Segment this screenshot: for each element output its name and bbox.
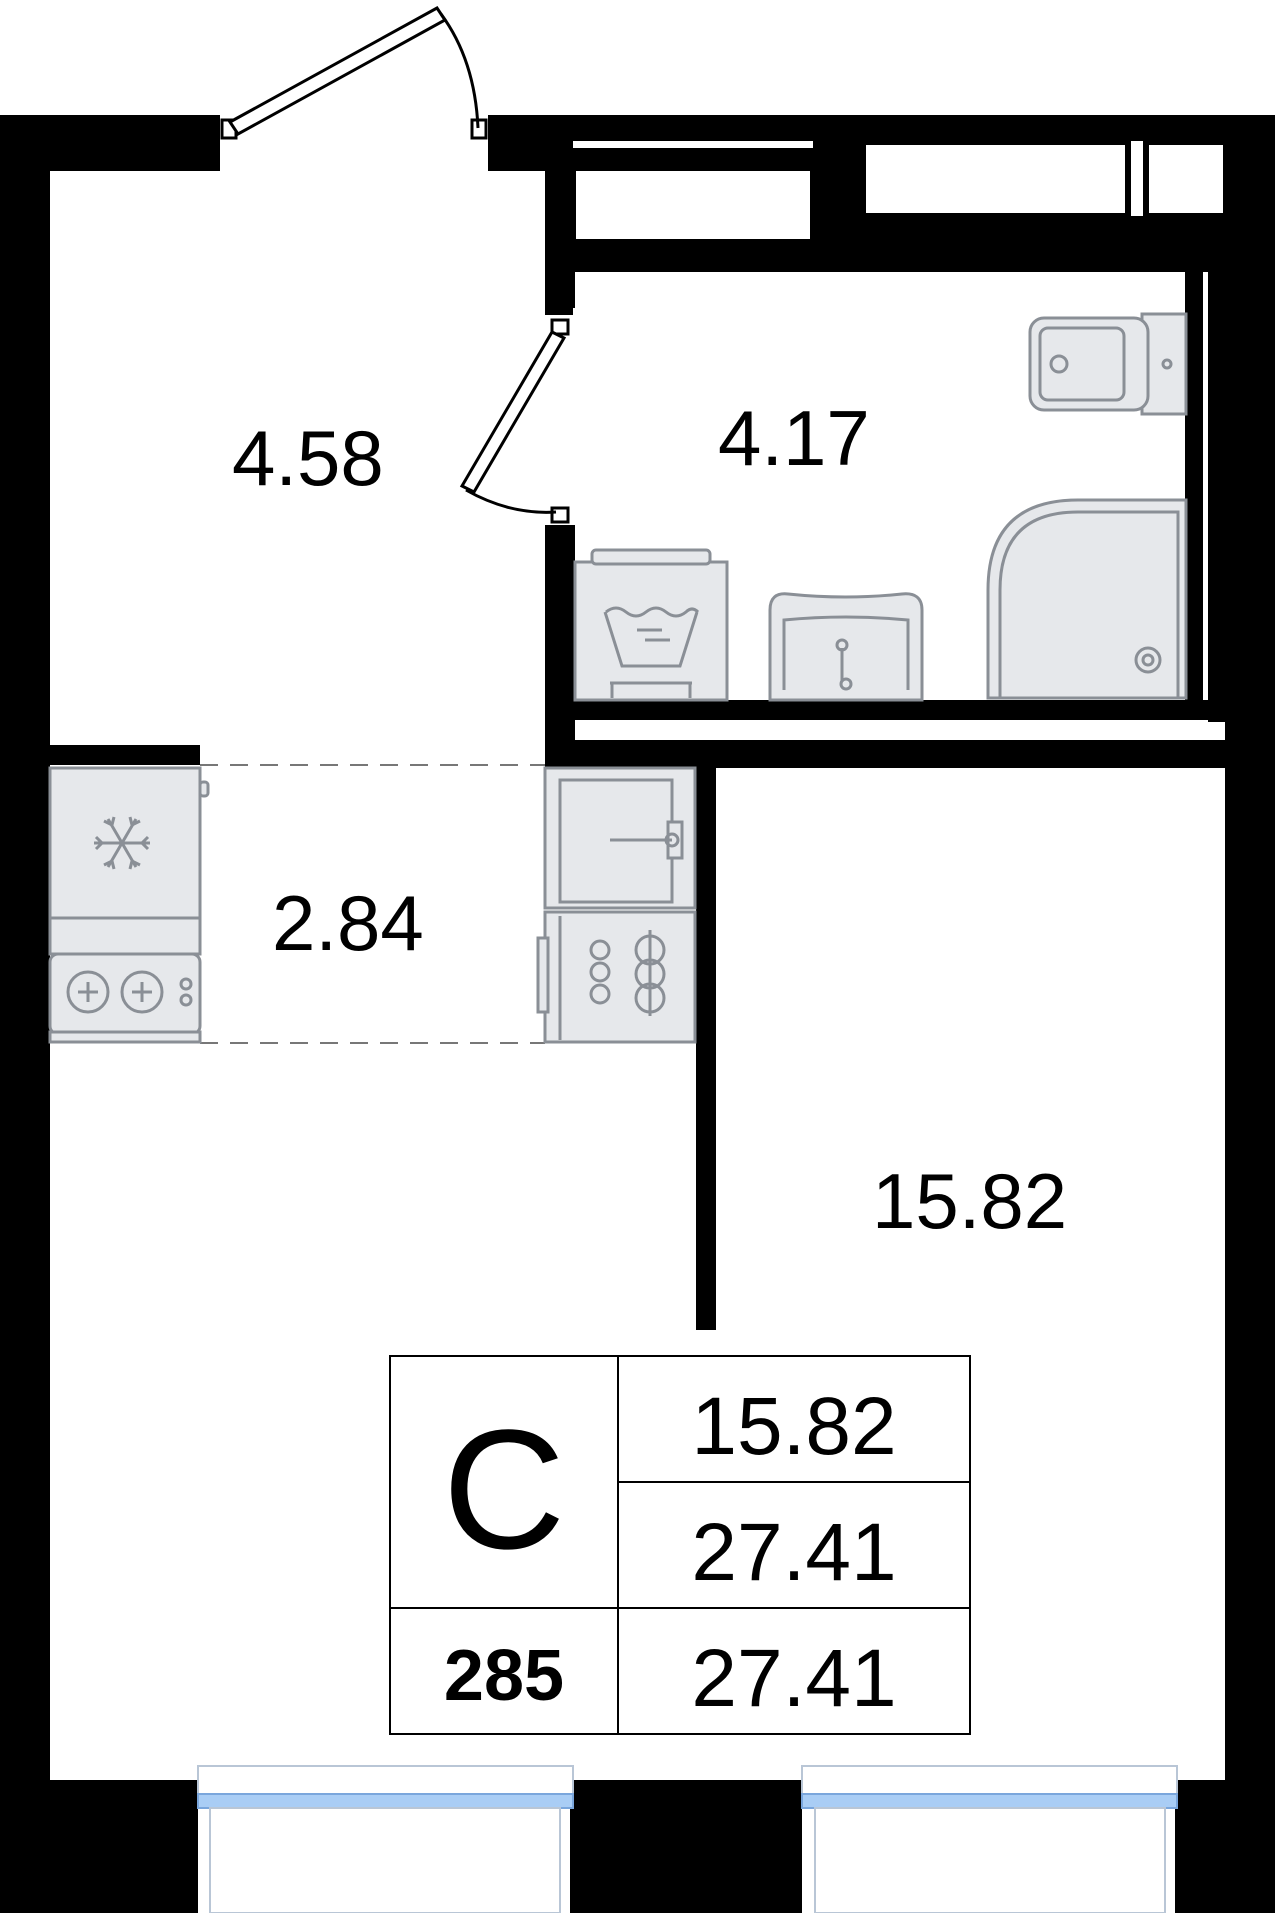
bottom-wall-middle (570, 1780, 802, 1913)
window-right-frame (814, 1807, 1166, 1913)
dishwasher-dish-1 (589, 939, 611, 961)
washing-machine (573, 548, 729, 702)
kitchen-wall-stub (50, 745, 200, 765)
shaft-box-3 (1143, 139, 1229, 219)
bath-door-swing (465, 488, 557, 514)
left-wall (0, 115, 50, 1913)
bath-door-hinge-bottom (550, 506, 570, 524)
dishwasher-dish-3 (589, 983, 611, 1005)
toilet-flush-icon (1161, 358, 1173, 370)
washer-tub-icon (603, 611, 699, 668)
sink (768, 592, 924, 702)
bath-wall-gap (575, 720, 1208, 740)
room-area-living: 15.82 (872, 1157, 1067, 1245)
washer-water-icon (605, 606, 700, 618)
area-with-balcony-value: 27.41 (691, 1633, 896, 1724)
living-partition (696, 765, 716, 1330)
hob-knob-2 (179, 993, 193, 1007)
service-shafts (545, 115, 1229, 315)
interior-walls (50, 745, 716, 1330)
shaft-box-2 (860, 139, 1131, 219)
info-table: С 285 15.82 27.41 27.41 (389, 1355, 971, 1735)
fridge (48, 766, 210, 920)
top-wall-left (0, 115, 220, 171)
window-right (801, 1765, 1178, 1913)
shower (986, 498, 1188, 700)
info-table-frame (389, 1355, 971, 1735)
dishwasher-body (543, 910, 697, 1044)
toilet (1028, 312, 1188, 416)
entrance-door (220, 6, 488, 140)
bottom-wall-left (0, 1780, 198, 1913)
hob-burner-left-icon (66, 970, 110, 1014)
room-area-hall: 4.58 (232, 414, 384, 502)
bottom-wall-right (1175, 1780, 1275, 1913)
sink-faucet-top (835, 638, 849, 652)
window-left-glass (197, 1793, 574, 1809)
bath-wall-bottom-inner (545, 700, 1225, 720)
room-area-bathroom: 4.17 (718, 394, 870, 482)
living-area-value: 15.82 (691, 1381, 896, 1472)
apartment-type-letter: С (443, 1395, 566, 1585)
entrance-door-swing (439, 13, 480, 129)
washer-top (590, 548, 712, 566)
shaft-box-1 (570, 165, 816, 245)
fridge-handle (198, 780, 210, 798)
entrance-door-leaf (227, 6, 448, 136)
hob-burner-right-icon (120, 970, 164, 1014)
shower-tray (986, 498, 1188, 700)
outer-walls (0, 115, 1275, 1913)
snowflake-icon (94, 816, 150, 870)
window-right-glass (801, 1793, 1178, 1809)
shower-inner (998, 510, 1180, 698)
top-wall-door-jamb (488, 115, 550, 171)
apartment-number: 285 (444, 1636, 564, 1716)
hob (48, 916, 202, 1044)
dishwasher (536, 910, 697, 1044)
sink-bowl (782, 615, 910, 690)
bath-door-hinge-top (550, 318, 570, 336)
oven (543, 766, 697, 910)
bathroom-door (459, 318, 570, 524)
oven-knob (664, 832, 680, 848)
sink-drain (839, 677, 853, 691)
dishwasher-dish-2 (589, 961, 611, 983)
bath-wall-top (545, 242, 1225, 272)
shaft-wall-top (545, 148, 857, 166)
kitchen-zone-outline (200, 764, 545, 1044)
bathroom-walls (545, 242, 1225, 768)
room-area-kitchen: 2.84 (272, 879, 424, 967)
oven-body (543, 766, 697, 910)
right-wall (1225, 115, 1275, 1913)
window-left-sill (197, 1765, 574, 1795)
bath-wall-right-inner (1185, 262, 1203, 717)
dishwasher-side (536, 936, 550, 1014)
window-left (197, 1765, 574, 1913)
hob-knob-1 (179, 977, 193, 991)
window-left-frame (209, 1807, 561, 1913)
bath-door-leaf (459, 330, 567, 494)
hob-body (48, 952, 202, 1036)
toilet-seat (1038, 326, 1126, 402)
top-wall-right (488, 115, 1275, 141)
toilet-button-icon (1049, 354, 1069, 374)
total-area-value: 27.41 (691, 1507, 896, 1598)
shower-drain-icon (1134, 646, 1162, 674)
window-right-sill (801, 1765, 1178, 1795)
hob-base (48, 1030, 202, 1044)
shower-drain-inner (1141, 653, 1155, 667)
bath-wall-bottom (545, 740, 1225, 768)
counter-top (48, 916, 202, 956)
bath-wall-right-outer (1208, 262, 1225, 722)
toilet-bowl (1028, 316, 1150, 412)
